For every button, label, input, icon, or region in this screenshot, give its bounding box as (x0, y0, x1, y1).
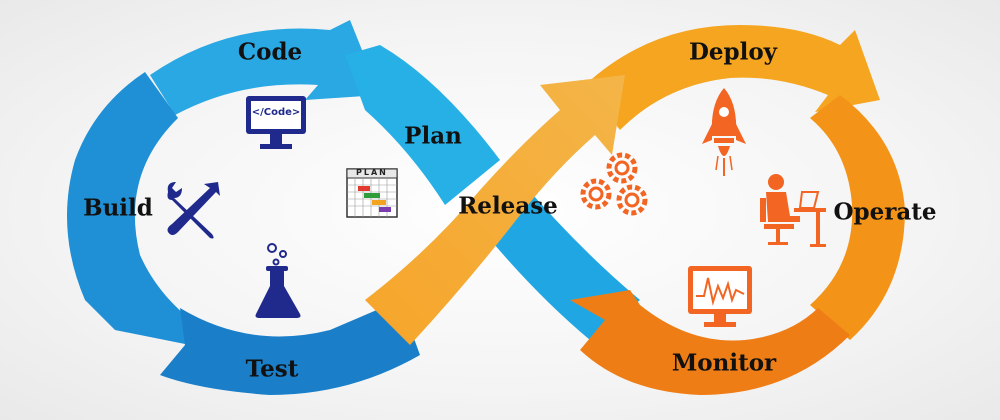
plan-board-text: PLAN (356, 168, 388, 177)
monitor-code-icon: </Code> (244, 94, 308, 154)
stage-label-operate: Operate (833, 198, 937, 226)
stage-label-build: Build (83, 194, 153, 222)
build-arrow-segment (67, 72, 205, 345)
stage-label-code: Code (237, 38, 303, 66)
plan-chart-icon: PLAN (346, 168, 398, 218)
right-loop (570, 25, 905, 395)
code-screen-text: </Code> (251, 107, 301, 118)
gears-icon (576, 150, 656, 220)
monitor-graph-icon (686, 264, 754, 332)
operate-arrow-segment (810, 95, 905, 340)
monitor-arrow-segment (570, 290, 850, 395)
code-arrow-segment (150, 20, 380, 115)
stage-label-deploy: Deploy (688, 38, 778, 66)
test-arrow-segment (160, 300, 420, 395)
tools-icon (160, 178, 224, 242)
plan-arrow-segment (345, 45, 500, 205)
stage-label-monitor: Monitor (671, 349, 777, 377)
stage-label-release: Release (458, 192, 558, 220)
rocket-icon (698, 86, 750, 180)
stage-label-test: Test (245, 355, 299, 383)
deploy-arrow-segment (585, 25, 880, 130)
flask-icon (250, 242, 306, 320)
operator-icon (756, 172, 828, 250)
release-arrow-segment (365, 75, 625, 345)
left-loop (67, 20, 500, 395)
stage-label-plan: Plan (404, 122, 462, 150)
